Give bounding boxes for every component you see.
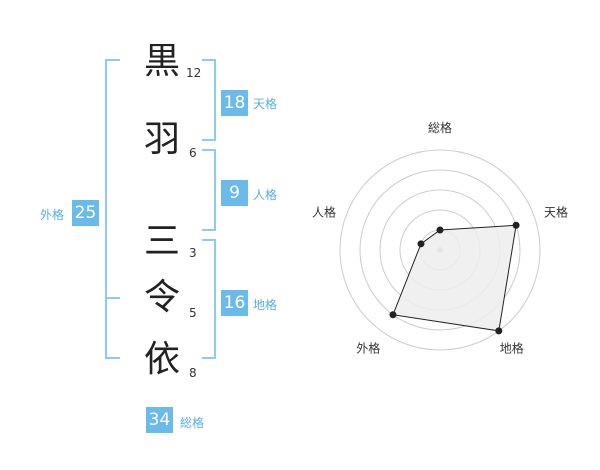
radar-points	[389, 221, 520, 335]
tenkaku-label: 天格	[253, 97, 278, 111]
jinkaku-label: 人格	[253, 188, 278, 202]
gaikaku-label: 外格	[40, 208, 65, 222]
radar-ring-5	[339, 149, 541, 351]
soukaku-label: 総格	[180, 416, 205, 430]
name-char-3: 三	[143, 221, 180, 262]
chikaku-value-badge: 16	[221, 290, 248, 316]
jinkaku-value-badge: 9	[221, 180, 248, 206]
name-char-4: 令	[143, 277, 180, 318]
radar-point-1	[436, 226, 444, 234]
radar-axis-label-5: 人格	[312, 204, 336, 219]
name-char-2: 羽	[143, 119, 180, 160]
name-char-5: 依	[143, 339, 180, 380]
radar-point-5	[417, 240, 425, 248]
soukaku-value-badge: 34	[146, 407, 173, 433]
stroke-count-5: 8	[189, 366, 197, 380]
gaikaku-value-badge: 25	[72, 200, 99, 226]
radar-point-2	[512, 221, 520, 229]
radar-ring-4	[359, 169, 521, 331]
tenkaku-value-badge: 18	[221, 90, 248, 116]
name-char-1: 黒	[143, 41, 180, 82]
chikaku-bracket	[202, 239, 216, 359]
radar-point-4	[389, 311, 397, 319]
tenkaku-bracket	[202, 59, 216, 141]
radar-axis-label-4: 外格	[356, 341, 380, 356]
gaikaku-bracket	[105, 59, 120, 359]
radar-point-3	[495, 327, 503, 335]
radar-axis-label-3: 地格	[500, 341, 524, 356]
stroke-count-3: 3	[189, 246, 197, 260]
stroke-count-1: 12	[186, 66, 202, 80]
radar-polygon	[392, 224, 517, 332]
radar-axis-label-2: 天格	[544, 204, 568, 219]
stroke-count-2: 6	[189, 146, 197, 160]
jinkaku-bracket	[202, 149, 216, 231]
radar-axis-label-1: 総格	[428, 120, 452, 135]
stroke-count-4: 5	[189, 306, 197, 320]
chikaku-label: 地格	[253, 298, 278, 312]
